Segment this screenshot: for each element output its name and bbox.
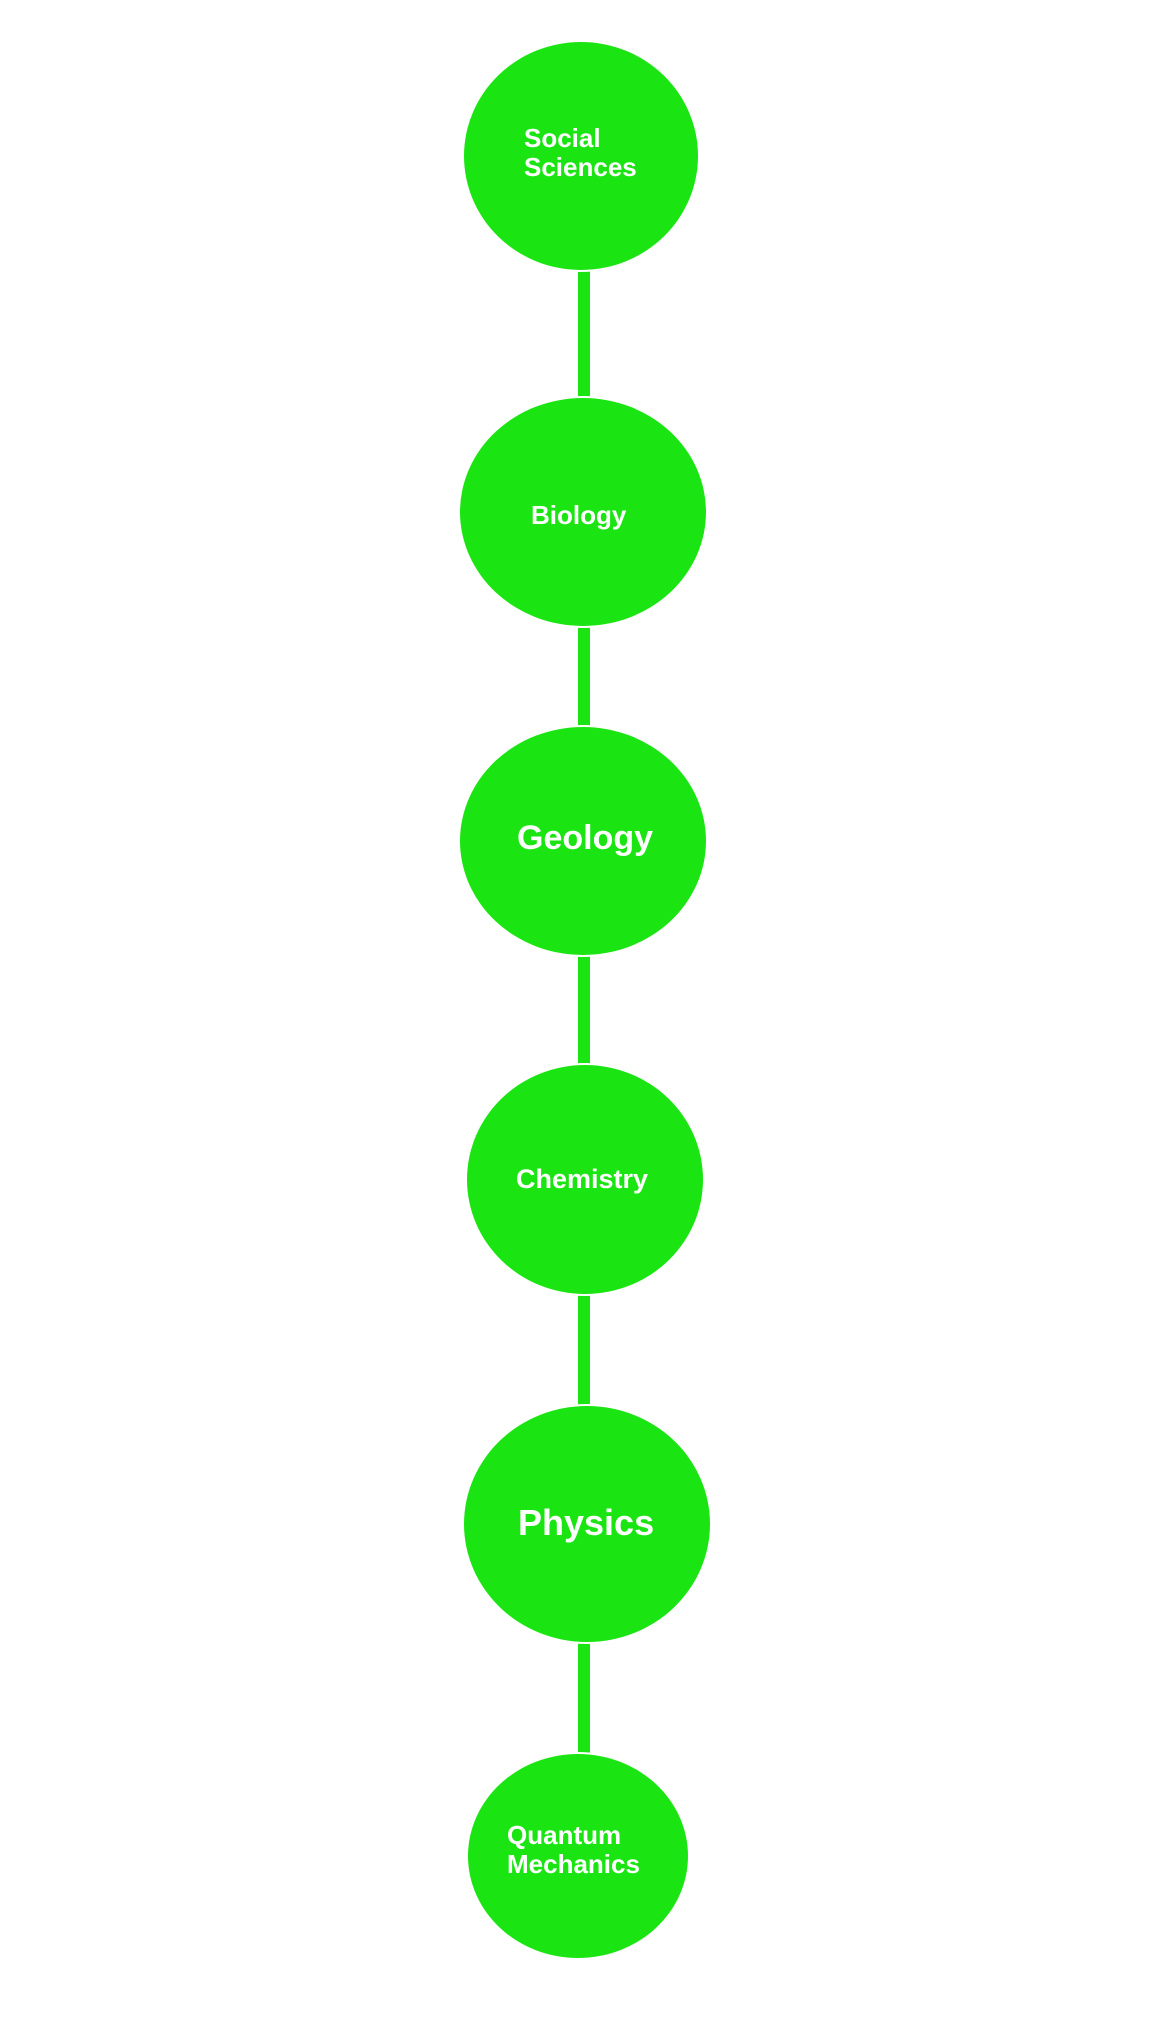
node-label-chemistry: Chemistry — [516, 1164, 649, 1194]
node-quantum-mechanics — [466, 1752, 690, 1960]
node-label-physics: Physics — [518, 1502, 655, 1543]
node-chemistry — [465, 1063, 705, 1296]
node-social-sciences — [462, 40, 700, 272]
node-label-geology: Geology — [517, 819, 654, 857]
node-geology — [458, 725, 708, 957]
node-physics — [462, 1404, 712, 1644]
node-label-quantum-mechanics: Quantum Mechanics — [507, 1820, 640, 1880]
node-biology — [458, 396, 708, 628]
connector-4 — [578, 1294, 590, 1406]
node-label-social-sciences: Social Sciences — [524, 123, 637, 183]
connector-3 — [578, 955, 590, 1065]
node-label-biology: Biology — [531, 500, 627, 530]
connector-2 — [578, 626, 590, 726]
connector-1 — [578, 268, 590, 398]
connector-5 — [578, 1642, 590, 1757]
